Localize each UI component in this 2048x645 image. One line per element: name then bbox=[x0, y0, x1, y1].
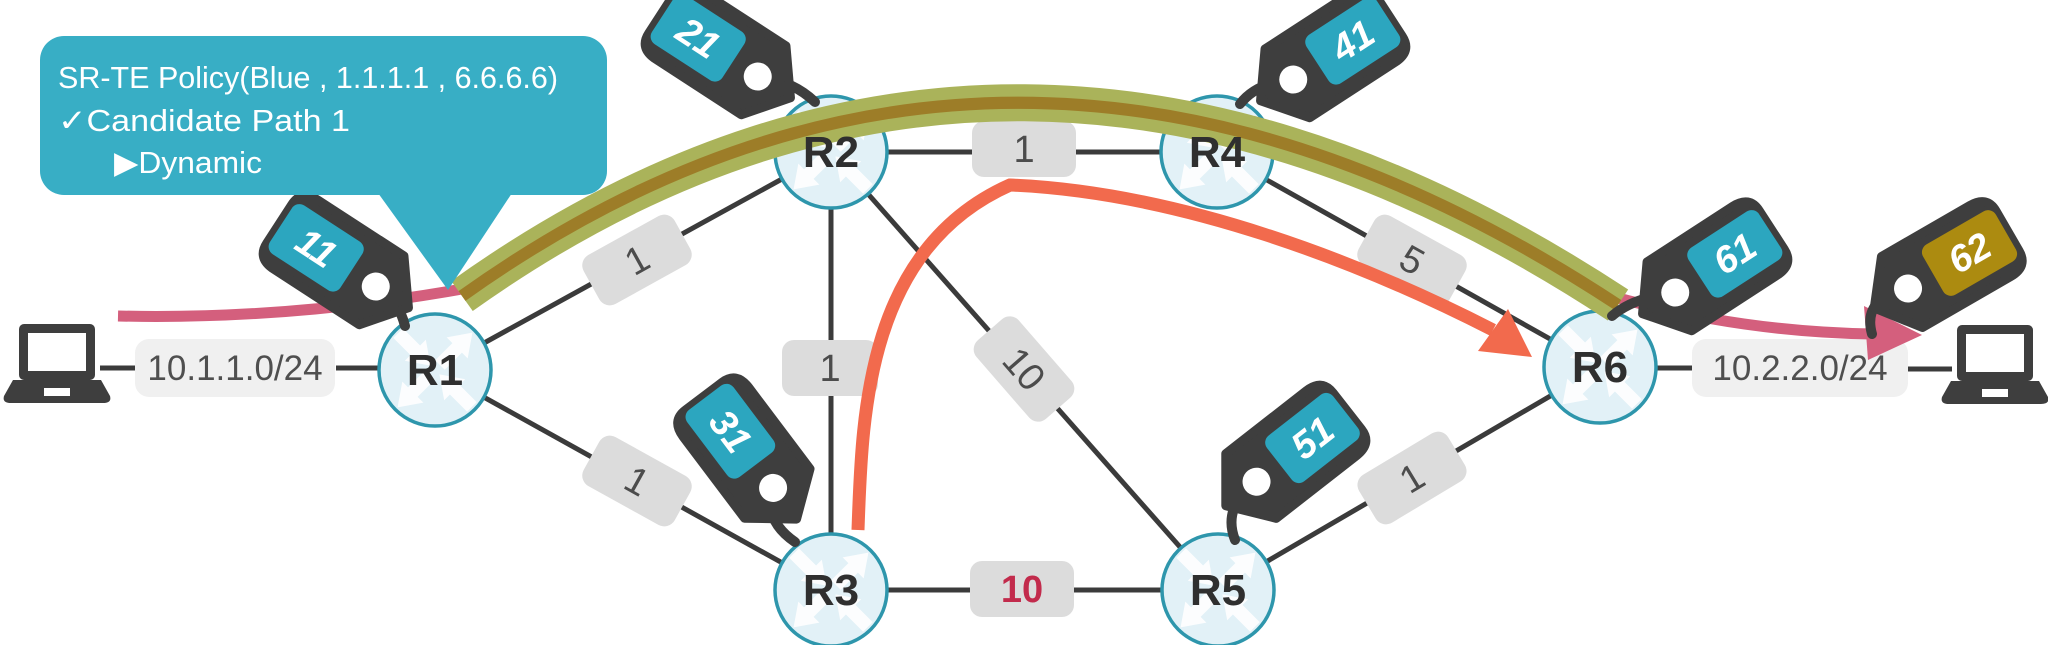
tag-21: 21 bbox=[640, 0, 795, 120]
router-r3 bbox=[773, 532, 889, 645]
callout-body bbox=[40, 36, 607, 195]
cost-value: 1 bbox=[819, 348, 840, 390]
network-10-2-2-0: 10.2.2.0/24 bbox=[1692, 339, 1908, 397]
router-r1 bbox=[377, 312, 493, 428]
router-r3-label: R3 bbox=[803, 566, 859, 615]
tag-label-plate bbox=[1305, 0, 1401, 85]
band-stripe bbox=[458, 96, 1622, 311]
tag-hole-icon bbox=[1894, 274, 1923, 303]
laptop-screen bbox=[1966, 334, 2024, 372]
router-labels: R1 R2 R3 R4 R5 R6 bbox=[407, 128, 1628, 615]
tag-hole-icon bbox=[1279, 65, 1308, 94]
tag-62: 62 bbox=[1869, 197, 2027, 333]
tag-label-plate bbox=[1921, 210, 2018, 296]
orange-arrowhead-icon bbox=[1478, 309, 1532, 357]
cost-r2-r3: 1 bbox=[782, 340, 878, 396]
network-10-1-1-0: 10.1.1.0/24 bbox=[135, 339, 335, 397]
router-r1-label: R1 bbox=[407, 346, 463, 395]
cost-r3-r5: 10 bbox=[970, 561, 1074, 617]
network-label: 10.2.2.0/24 bbox=[1712, 349, 1887, 388]
laptop-screen bbox=[28, 333, 86, 371]
sid-tags: 11 21 31 41 51 bbox=[258, 0, 2027, 547]
tag-hole-icon bbox=[1661, 278, 1690, 307]
tag-label-plate bbox=[685, 383, 776, 479]
tag-hole-icon bbox=[759, 473, 788, 502]
router-r5 bbox=[1160, 532, 1276, 645]
tag-61: 61 bbox=[1638, 197, 1793, 336]
cost-r1-r3: 1 bbox=[582, 435, 692, 527]
tag-31: 31 bbox=[673, 373, 815, 524]
router-r2-label: R2 bbox=[803, 128, 859, 177]
orange-arrow-path bbox=[851, 178, 1496, 531]
tag-hole-icon bbox=[361, 272, 390, 301]
callout-line-candidate-path: ✓Candidate Path 1 bbox=[58, 103, 350, 138]
network-label: 10.1.1.0/24 bbox=[147, 349, 322, 388]
tag-label-plate bbox=[1687, 210, 1783, 298]
tag-11: 11 bbox=[258, 191, 413, 330]
callout-line-policy: SR-TE Policy(Blue , 1.1.1.1 , 6.6.6.6) bbox=[58, 60, 558, 95]
tag-label-plate bbox=[268, 204, 364, 292]
network-box bbox=[1692, 339, 1908, 397]
tag-label-plate bbox=[650, 0, 746, 82]
cost-r4-r6: 5 bbox=[1357, 214, 1467, 306]
tag-label-plate bbox=[1265, 392, 1360, 484]
laptop-left-icon bbox=[3, 324, 111, 403]
cost-value: 1 bbox=[1013, 129, 1034, 171]
srte-policy-callout: SR-TE Policy(Blue , 1.1.1.1 , 6.6.6.6) ✓… bbox=[40, 36, 607, 290]
cost-r1-r2: 1 bbox=[582, 214, 692, 306]
pink-flow-ingress bbox=[117, 282, 469, 322]
network-box bbox=[135, 339, 335, 397]
cost-r2-r4: 1 bbox=[972, 121, 1076, 177]
srte-path-band bbox=[451, 84, 1629, 321]
router-r5-label: R5 bbox=[1190, 566, 1246, 615]
cost-value-red: 10 bbox=[1001, 569, 1043, 611]
network-prefixes: 10.1.1.0/24 10.2.2.0/24 bbox=[135, 339, 1908, 397]
cost-r5-r6: 1 bbox=[1357, 431, 1467, 525]
pink-flow-arrowhead-icon bbox=[1864, 306, 1922, 360]
laptop-notch bbox=[44, 388, 70, 396]
laptop-right-icon bbox=[1941, 325, 2048, 404]
link-costs: 1 1 1 10 5 1 10 1 bbox=[582, 121, 1467, 617]
tag-hole-icon bbox=[743, 62, 772, 91]
callout-tail bbox=[378, 193, 512, 290]
router-r4-label: R4 bbox=[1189, 128, 1246, 177]
tag-51: 51 bbox=[1221, 380, 1371, 523]
router-r6-label: R6 bbox=[1572, 343, 1628, 392]
laptop-notch bbox=[1982, 389, 2008, 397]
tag-41: 41 bbox=[1256, 0, 1411, 123]
callout-line-dynamic: ▶Dynamic bbox=[114, 145, 262, 180]
tag-hole-icon bbox=[1242, 467, 1271, 496]
reroute-arrow-orange bbox=[851, 178, 1532, 531]
